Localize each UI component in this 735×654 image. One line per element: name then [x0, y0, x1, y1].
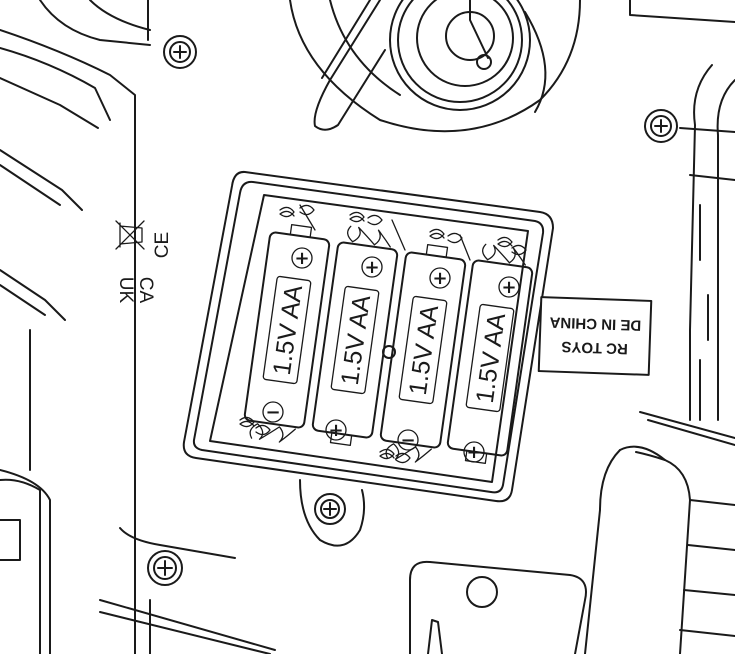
- screw-right: [644, 109, 678, 143]
- plus-marker: +: [429, 267, 451, 289]
- battery-compartment: [182, 170, 554, 547]
- top-right-housing: [629, 0, 735, 421]
- polarity-markers: + − + + + − + +: [262, 247, 520, 463]
- label-line-2: DE IN CHINA: [549, 313, 641, 333]
- ukca-mark-top: UK: [115, 277, 136, 304]
- plus-marker: +: [463, 441, 485, 463]
- battery-slot-2: 1.5V AA: [311, 225, 399, 447]
- minus-marker: −: [262, 401, 284, 423]
- weee-bin-icon: [115, 220, 145, 250]
- top-knob: [289, 0, 581, 133]
- plus-marker: +: [325, 419, 347, 441]
- bottom-center-housing: [409, 560, 587, 654]
- minus-marker: −: [397, 429, 419, 451]
- manufacturer-label: RC TOYS DE IN CHINA: [537, 296, 653, 376]
- svg-text:+: +: [432, 268, 447, 289]
- screw-bottom-left: [147, 550, 183, 586]
- plus-marker: +: [498, 276, 520, 298]
- spring-contacts: [239, 204, 527, 464]
- svg-text:+: +: [501, 277, 516, 298]
- left-housing: [0, 0, 151, 654]
- svg-text:−: −: [265, 402, 280, 423]
- bottom-left-housing: [0, 478, 276, 654]
- ukca-mark-bottom: CA: [135, 277, 156, 304]
- svg-text:−: −: [400, 430, 415, 451]
- battery-slot-3: 1.5V AA: [379, 243, 467, 463]
- label-line-1: RC TOYS: [561, 338, 628, 357]
- svg-text:+: +: [328, 420, 343, 441]
- plus-marker: +: [361, 256, 383, 278]
- ce-mark: CE: [152, 232, 173, 258]
- bottom-right-grip: [584, 411, 735, 654]
- battery-slot-1: 1.5V AA: [243, 223, 331, 443]
- svg-text:+: +: [364, 257, 379, 278]
- compliance-marks: CE UK CA: [115, 220, 173, 304]
- plus-marker: +: [291, 247, 313, 269]
- screw-top-left: [163, 35, 197, 69]
- svg-text:+: +: [294, 248, 309, 269]
- svg-text:+: +: [466, 442, 481, 463]
